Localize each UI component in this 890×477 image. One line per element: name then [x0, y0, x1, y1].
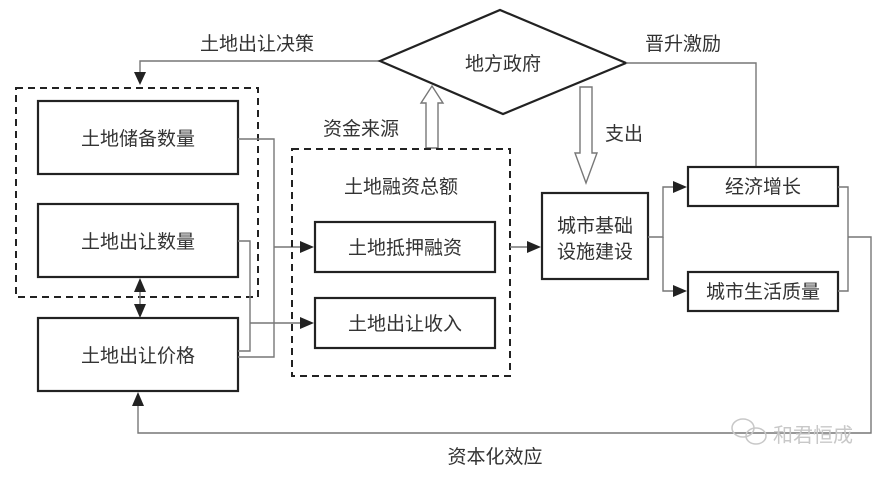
arrowhead-down-icon — [134, 72, 146, 85]
edge-capitalization-effect — [137, 236, 872, 434]
node-economic-growth-label: 经济增长 — [725, 176, 801, 198]
edge-label-promotion-incentive: 晋升激励 — [645, 33, 721, 55]
land-group-container — [15, 87, 259, 298]
arrowhead-down-icon — [134, 304, 146, 318]
decision-node-label: 地方政府 — [465, 53, 541, 75]
node-land-mortgage — [313, 220, 497, 274]
edge-infrastructure-branch-lower — [662, 237, 682, 292]
arrowhead-right-icon — [527, 241, 541, 253]
node-land-revenue-label: 土地出让收入 — [348, 313, 462, 335]
arrowhead-up-icon — [134, 278, 146, 292]
edge-reserve-to-mortgage — [238, 138, 275, 358]
edge-infrastructure-branch — [648, 186, 682, 238]
edge-label-land-transfer-decision: 土地出让决策 — [200, 33, 314, 55]
edge-land-transfer-decision — [139, 60, 380, 80]
node-land-reserve-label: 土地储备数量 — [81, 128, 195, 150]
edge-label-capitalization-effect: 资本化效应 — [447, 446, 542, 468]
edge-label-funding-source: 资金来源 — [323, 118, 399, 140]
arrowhead-right-icon — [300, 241, 314, 253]
node-land-revenue — [313, 296, 497, 350]
node-land-transfer-quantity — [36, 202, 240, 279]
node-land-price-label: 土地出让价格 — [81, 345, 195, 367]
node-land-reserve — [36, 99, 240, 176]
arrowhead-right-icon — [673, 285, 687, 297]
node-infrastructure-line2: 设施建设 — [557, 241, 633, 263]
funding-source-arrow-icon — [419, 84, 445, 149]
wechat-icon — [731, 418, 767, 445]
expenditure-arrow-icon — [573, 86, 599, 186]
arrowhead-up-icon — [132, 392, 144, 406]
node-land-price — [36, 316, 240, 393]
arrowhead-right-icon — [300, 317, 314, 329]
edge-quantity-to-revenue — [238, 240, 251, 352]
node-land-mortgage-label: 土地抵押融资 — [348, 237, 462, 259]
edge-label-expenditure: 支出 — [605, 123, 643, 145]
node-urban-life-quality-label: 城市生活质量 — [706, 281, 820, 303]
edge-promotion-incentive — [626, 62, 757, 167]
node-land-transfer-quantity-label: 土地出让数量 — [81, 231, 195, 253]
watermark-text: 和君恒成 — [773, 423, 853, 447]
arrowhead-right-icon — [673, 181, 687, 193]
financing-group-container — [291, 148, 511, 377]
node-infrastructure-line1: 城市基础 — [557, 215, 633, 237]
watermark: 和君恒成 — [731, 418, 853, 447]
node-infrastructure — [540, 191, 650, 281]
edge-outcomes-merge — [838, 186, 849, 292]
financing-group-title: 土地融资总额 — [344, 176, 458, 198]
